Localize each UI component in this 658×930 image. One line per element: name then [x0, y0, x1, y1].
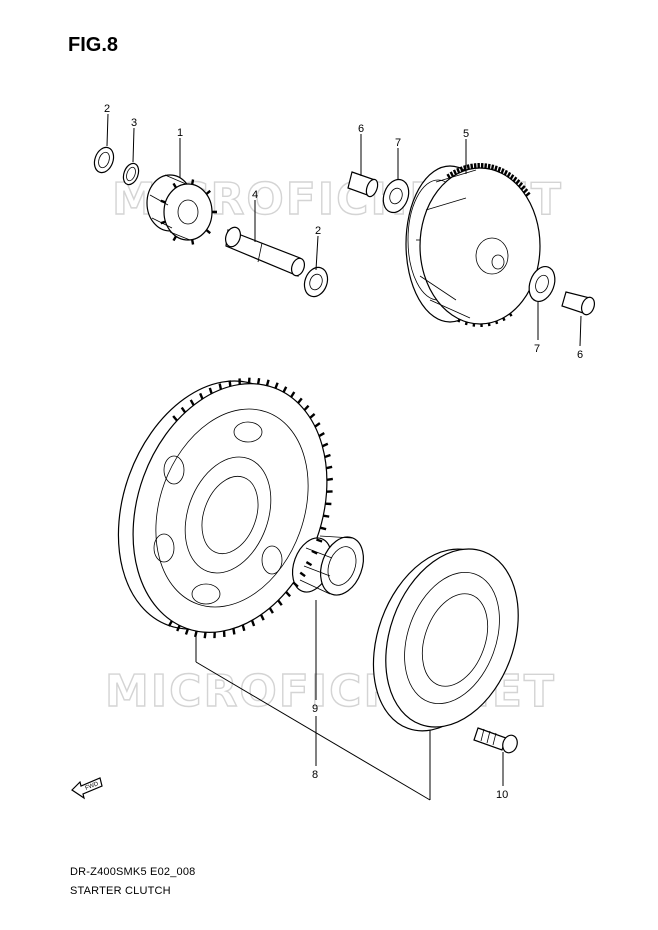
part-8-one-way-clutch[interactable] — [350, 530, 542, 749]
callout-5: 5 — [463, 128, 469, 140]
part-1-idle-gear[interactable] — [146, 174, 213, 241]
part-7-washer-lower[interactable] — [525, 263, 560, 305]
part-8-starter-clutch-gear[interactable] — [86, 355, 361, 660]
fwd-arrow-label: FWD — [85, 781, 101, 792]
part-6-bushing-lower[interactable] — [561, 291, 597, 317]
callout-7-upper: 7 — [395, 137, 401, 149]
callout-10: 10 — [496, 789, 508, 801]
part-5-starter-driven-gear[interactable] — [405, 165, 541, 325]
callout-6-lower: 6 — [577, 349, 583, 361]
callout-4: 4 — [252, 189, 258, 201]
diagram-code: DR-Z400SMK5 E02_008 — [70, 866, 196, 878]
diagram-name: STARTER CLUTCH — [70, 885, 171, 897]
part-7-washer-upper[interactable] — [379, 176, 413, 216]
callout-6-upper: 6 — [358, 123, 364, 135]
part-2-washer-left[interactable] — [91, 145, 117, 176]
driven-gear-teeth — [446, 162, 531, 197]
part-4-shaft[interactable] — [223, 225, 307, 277]
part-9-needle-bearing[interactable] — [286, 531, 372, 601]
figure-title: FIG.8 — [68, 34, 119, 56]
callout-9: 9 — [312, 703, 318, 715]
idle-gear-teeth — [160, 179, 217, 245]
part-2-washer-right[interactable] — [301, 264, 332, 300]
callout-7-lower: 7 — [534, 343, 540, 355]
callout-1: 1 — [177, 127, 183, 139]
starter-clutch-gear-teeth — [167, 377, 333, 639]
part-3-circlip[interactable] — [121, 161, 142, 186]
callout-3: 3 — [131, 117, 137, 129]
leader-lines — [106, 113, 582, 801]
part-10-bolt[interactable] — [473, 727, 520, 755]
callout-2-right: 2 — [315, 225, 321, 237]
callout-2-left: 2 — [104, 103, 110, 115]
part-6-bushing-upper[interactable] — [347, 171, 380, 198]
fwd-arrow-icon: FWD — [71, 777, 103, 800]
driven-gear-teeth-lower — [457, 312, 513, 328]
callout-8: 8 — [312, 769, 318, 781]
